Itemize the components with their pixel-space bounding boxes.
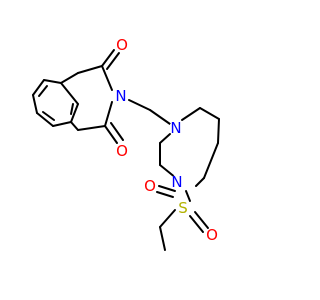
- atom-o-label: O: [144, 177, 156, 195]
- atom-label-backdrop: [115, 144, 129, 158]
- bond: [203, 142, 219, 179]
- bond: [189, 215, 204, 233]
- bond: [159, 164, 177, 179]
- atom-o-label: O: [206, 226, 218, 244]
- bond: [60, 82, 79, 105]
- atom-o-label: O: [116, 36, 128, 54]
- atom-n-label: N: [171, 173, 182, 191]
- bond: [101, 49, 115, 67]
- bond: [77, 125, 106, 131]
- bond: [52, 121, 72, 127]
- bond: [106, 52, 120, 70]
- bond: [185, 190, 191, 202]
- atom-label-backdrop: [170, 175, 184, 189]
- bond: [181, 107, 201, 121]
- bond: [70, 103, 79, 123]
- bond: [70, 103, 74, 115]
- bond: [194, 211, 209, 229]
- atom-label-backdrop: [205, 228, 219, 242]
- bond: [199, 107, 220, 120]
- bond: [32, 94, 38, 114]
- bond: [110, 122, 124, 141]
- atom-label-backdrop: [176, 201, 190, 215]
- bond: [38, 85, 48, 97]
- bonds: [32, 49, 220, 251]
- atom-label-backdrop: [169, 121, 183, 135]
- bond: [159, 133, 171, 144]
- bond: [158, 185, 176, 192]
- atom-label-backdrop: [114, 89, 128, 103]
- atom-label-backdrop: [115, 38, 129, 52]
- structure-canvas: O N O N N S O O: [32, 36, 220, 251]
- bond: [156, 191, 174, 198]
- atom-label-backdrop: [143, 179, 157, 193]
- bond: [104, 101, 113, 127]
- bond: [77, 65, 103, 74]
- bond: [43, 79, 62, 84]
- bond: [60, 72, 79, 84]
- bond: [149, 109, 171, 125]
- bond: [42, 111, 55, 121]
- atom-labels: O N O N N S O O: [114, 36, 219, 244]
- molecule-structure: O N O N N S O O: [32, 36, 220, 251]
- bond: [159, 209, 176, 228]
- bond: [217, 118, 220, 144]
- bond: [128, 99, 151, 111]
- atom-n-label: N: [170, 119, 181, 137]
- bond: [159, 226, 166, 251]
- bond: [101, 65, 113, 91]
- bond: [36, 112, 54, 127]
- atom-o-label: O: [116, 142, 128, 160]
- bond: [104, 125, 118, 144]
- bond: [70, 121, 79, 131]
- atom-s-label: S: [178, 199, 188, 217]
- bond: [195, 177, 205, 187]
- atom-n-label: N: [115, 87, 126, 105]
- bond: [32, 79, 45, 96]
